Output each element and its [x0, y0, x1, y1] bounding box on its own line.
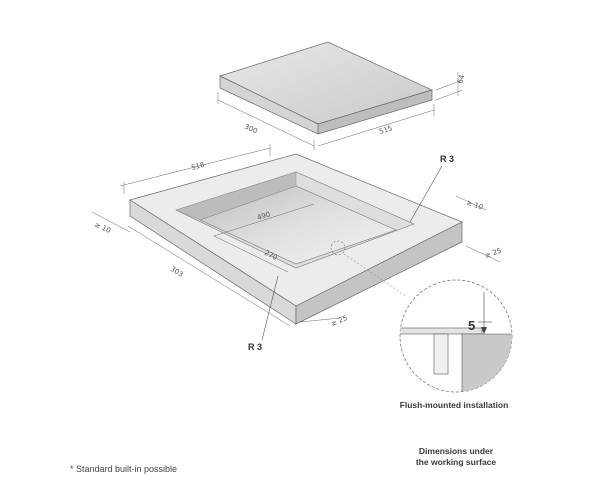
hob-width-label: 515 [378, 124, 393, 136]
detail-depth-label: 5 [468, 318, 475, 333]
dimensions-caption-line1: Dimensions under [418, 446, 494, 456]
footnote: * Standard built-in possible [70, 464, 178, 474]
hob-unit: 300 515 64 [217, 41, 466, 150]
cutout-outer-width-label: 518 [190, 161, 205, 172]
worktop-side-face [295, 221, 463, 325]
radius-top-label: R 3 [440, 154, 454, 164]
margin-side-label: ≥ 25 [484, 247, 503, 260]
margin-front-label: ≥ 25 [330, 314, 349, 328]
hob-depth-label: 300 [243, 123, 259, 136]
detail-caption: Flush-mounted installation [399, 400, 509, 410]
radius-bottom-label: R 3 [248, 342, 262, 352]
worktop-cutout: 518 303 490 270 ≥ 10 ≥ 10 ≥ 25 ≥ 25 R 3 … [91, 144, 503, 352]
hob-top-surface [219, 41, 433, 125]
detail-marker [330, 240, 346, 256]
dimensions-caption-line2: the working surface [415, 457, 497, 467]
dimensions-caption: Dimensions under the working surface [396, 446, 516, 468]
cutout-inner-width-label: 490 [256, 210, 271, 222]
cutout-outer-depth-label: 303 [169, 265, 185, 279]
cutout-inner-wall [175, 171, 297, 221]
hob-height-label: 64 [456, 73, 466, 84]
hob-right-side [317, 89, 433, 135]
margin-left-label: ≥ 10 [93, 221, 112, 235]
margin-right-label: ≥ 10 [465, 198, 484, 211]
flush-mount-detail: 5 [399, 279, 513, 393]
